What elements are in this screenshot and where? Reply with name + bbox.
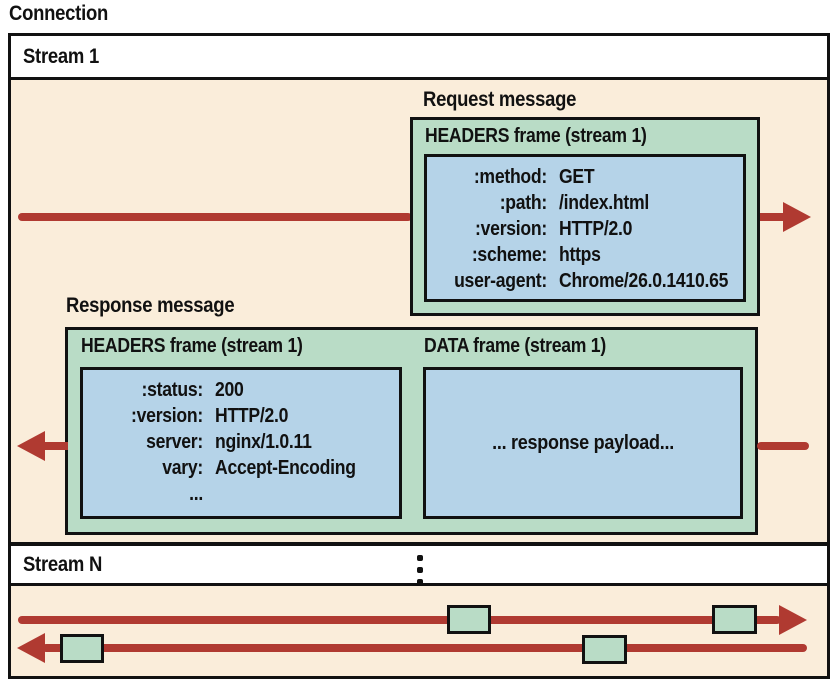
response-data-frame-title: DATA frame (stream 1)	[424, 335, 606, 357]
header-field-row: user-agent: Chrome/26.0.1410.65	[435, 268, 735, 294]
header-value: HTTP/2.0	[215, 405, 289, 427]
header-value	[215, 481, 370, 507]
header-field-row: :version: HTTP/2.0	[91, 403, 391, 429]
frame-chip	[582, 635, 627, 664]
header-key: :status:	[141, 379, 204, 401]
request-arrow-head-icon	[783, 202, 811, 232]
streamN-response-arrow-head-icon	[17, 633, 45, 663]
header-field-row: vary: Accept-Encoding	[91, 455, 391, 481]
frame-chip	[60, 634, 104, 663]
request-headers-list: :method: GET :path: /index.html :version…	[427, 157, 743, 294]
header-key: :scheme:	[471, 244, 547, 266]
streamN-response-arrow-line	[42, 644, 807, 652]
response-payload-text: ... response payload...	[492, 431, 674, 454]
request-headers-box: :method: GET :path: /index.html :version…	[424, 154, 746, 302]
header-field-row: :status: 200	[91, 377, 391, 403]
request-headers-frame: HEADERS frame (stream 1) :method: GET :p…	[410, 117, 760, 316]
header-key: vary:	[162, 457, 203, 479]
header-value: Accept-Encoding	[215, 457, 356, 479]
request-message-label: Request message	[423, 88, 577, 111]
header-value: GET	[559, 166, 595, 188]
header-value: Chrome/26.0.1410.65	[559, 270, 729, 292]
header-key: server:	[146, 431, 203, 453]
response-arrow-head-icon	[17, 431, 45, 461]
stream1-label: Stream 1	[23, 44, 99, 68]
header-value: https	[559, 244, 601, 266]
header-value: nginx/1.0.11	[215, 431, 312, 453]
request-arrow-line-left	[18, 213, 412, 221]
header-field-row: server: nginx/1.0.11	[91, 429, 391, 455]
header-field-row: :method: GET	[435, 164, 735, 190]
connection-label-text: Connection	[9, 2, 108, 25]
response-data-box: ... response payload...	[423, 367, 743, 519]
response-headers-frame-title: HEADERS frame (stream 1)	[81, 335, 303, 357]
header-key: user-agent:	[454, 270, 547, 292]
response-headers-box: :status: 200 :version: HTTP/2.0 server: …	[80, 367, 402, 519]
header-key: :path:	[499, 192, 548, 214]
header-value: /index.html	[559, 192, 650, 214]
response-arrow-line-right	[757, 442, 809, 450]
header-value: HTTP/2.0	[559, 218, 633, 240]
header-field-row: :version: HTTP/2.0	[435, 216, 735, 242]
header-key: :version:	[131, 405, 203, 427]
header-key: :method:	[473, 166, 547, 188]
more-streams-ellipsis-icon	[417, 555, 423, 585]
response-frames: HEADERS frame (stream 1) DATA frame (str…	[65, 327, 758, 535]
header-field-row: ...	[91, 481, 391, 507]
stream1-band: Stream 1	[11, 36, 827, 80]
response-headers-list: :status: 200 :version: HTTP/2.0 server: …	[83, 370, 399, 507]
header-value: 200	[215, 379, 244, 401]
frame-chip	[712, 605, 757, 634]
streamN-body	[11, 586, 827, 676]
header-field-row: :scheme: https	[435, 242, 735, 268]
response-message-label: Response message	[66, 294, 235, 317]
header-key: ...	[189, 483, 203, 505]
streamN-request-arrow-head-icon	[779, 605, 807, 635]
streamN-label: Stream N	[23, 552, 103, 576]
frame-chip	[447, 605, 491, 634]
request-arrow-line-right	[757, 213, 787, 221]
request-headers-frame-title: HEADERS frame (stream 1)	[425, 125, 647, 147]
header-field-row: :path: /index.html	[435, 190, 735, 216]
response-arrow-line-left	[42, 442, 68, 450]
connection-label: Connection	[9, 2, 122, 26]
header-key: :version:	[475, 218, 547, 240]
streamN-request-arrow-line	[18, 616, 781, 624]
